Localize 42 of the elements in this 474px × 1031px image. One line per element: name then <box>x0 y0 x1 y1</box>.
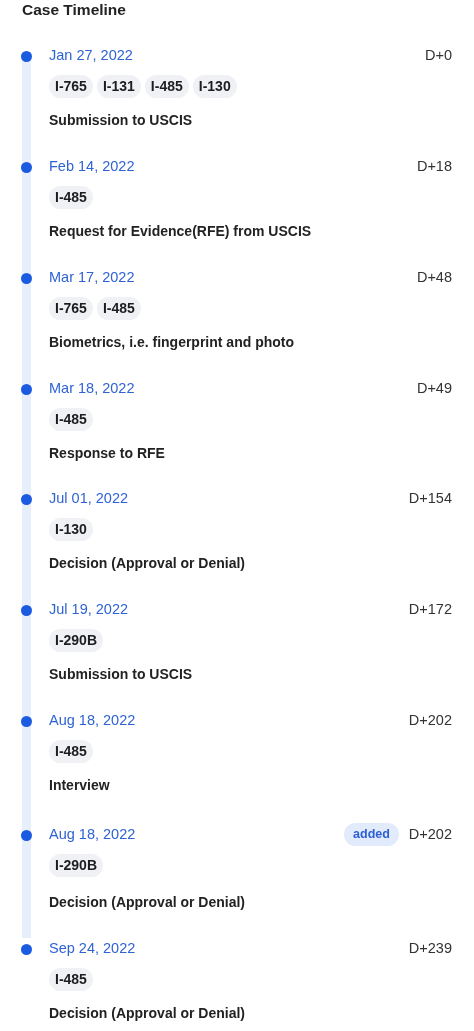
day-count: D+239 <box>408 939 452 957</box>
event-description: Interview <box>49 776 110 794</box>
form-tag: I-485 <box>96 297 141 320</box>
status-tag: added <box>344 822 399 846</box>
event-date: Jul 01, 2022 <box>49 489 128 507</box>
form-tag: I-290B <box>49 854 104 877</box>
form-tag: I-130 <box>49 518 93 541</box>
day-count: D+48 <box>416 268 452 286</box>
event-description: Decision (Approval or Denial) <box>49 554 246 572</box>
day-count: D+202 <box>408 825 452 843</box>
event-description: Submission to USCIS <box>49 665 193 683</box>
form-tag: I-485 <box>144 75 189 98</box>
timeline-title: Case Timeline <box>22 0 126 20</box>
day-count: D+154 <box>408 489 452 507</box>
event-description: Request for Evidence(RFE) from USCIS <box>49 222 312 240</box>
day-count: D+202 <box>408 711 452 729</box>
event-date: Mar 18, 2022 <box>49 379 135 397</box>
event-date: Aug 18, 2022 <box>49 711 136 729</box>
event-description: Decision (Approval or Denial) <box>49 1004 246 1022</box>
event-date: Aug 18, 2022 <box>49 825 136 843</box>
event-description: Biometrics, i.e. fingerprint and photo <box>49 333 294 351</box>
day-count: D+18 <box>416 157 452 175</box>
form-tag: I-290B <box>49 629 104 652</box>
form-tag: I-765 <box>49 75 93 98</box>
event-date: Mar 17, 2022 <box>49 268 135 286</box>
event-description: Response to RFE <box>49 444 165 462</box>
form-tag: I-485 <box>49 186 93 209</box>
event-description: Submission to USCIS <box>49 111 193 129</box>
event-description: Decision (Approval or Denial) <box>49 893 246 911</box>
day-count: D+49 <box>416 379 452 397</box>
form-tag: I-765 <box>49 297 93 320</box>
event-date: Jan 27, 2022 <box>49 46 133 64</box>
day-count: D+0 <box>425 46 452 64</box>
form-tag: I-130 <box>192 75 237 98</box>
day-count: D+172 <box>408 600 452 618</box>
event-date: Jul 19, 2022 <box>49 600 128 618</box>
form-tag: I-485 <box>49 740 93 763</box>
form-tag: I-131 <box>96 75 141 98</box>
event-date: Sep 24, 2022 <box>49 939 136 957</box>
form-tag: I-485 <box>49 408 93 431</box>
form-tag: I-485 <box>49 968 93 991</box>
event-date: Feb 14, 2022 <box>49 157 135 175</box>
